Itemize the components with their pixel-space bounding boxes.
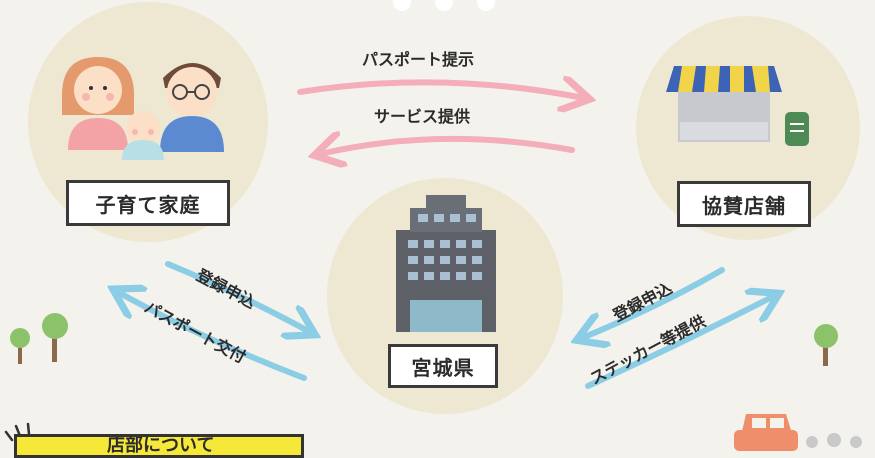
arrow-service-provide xyxy=(320,139,575,154)
family-node-label: 子育て家庭 xyxy=(66,180,230,226)
building-icon xyxy=(396,195,496,332)
prefecture-node-label: 宮城県 xyxy=(388,344,498,388)
arrow-passport-issue xyxy=(118,292,307,381)
arrow-sticker-provide xyxy=(585,296,774,389)
banner-text: 店部について xyxy=(107,435,215,456)
arrow-register-family xyxy=(165,261,310,332)
top-dots xyxy=(393,0,495,11)
car-icon xyxy=(734,414,862,451)
tree-icon xyxy=(10,313,68,364)
section-banner: 店部について xyxy=(14,434,304,458)
family-illustration xyxy=(62,57,224,160)
shop-node-label: 協賛店舗 xyxy=(677,181,811,227)
arrow-passport-show xyxy=(297,82,584,98)
tree-icon-right xyxy=(814,324,838,366)
flow-label-service-provide: サービス提供 xyxy=(374,107,471,126)
shop-illustration xyxy=(666,66,809,146)
arrow-register-shop xyxy=(582,267,725,338)
flow-label-passport-show: パスポート提示 xyxy=(362,50,475,69)
